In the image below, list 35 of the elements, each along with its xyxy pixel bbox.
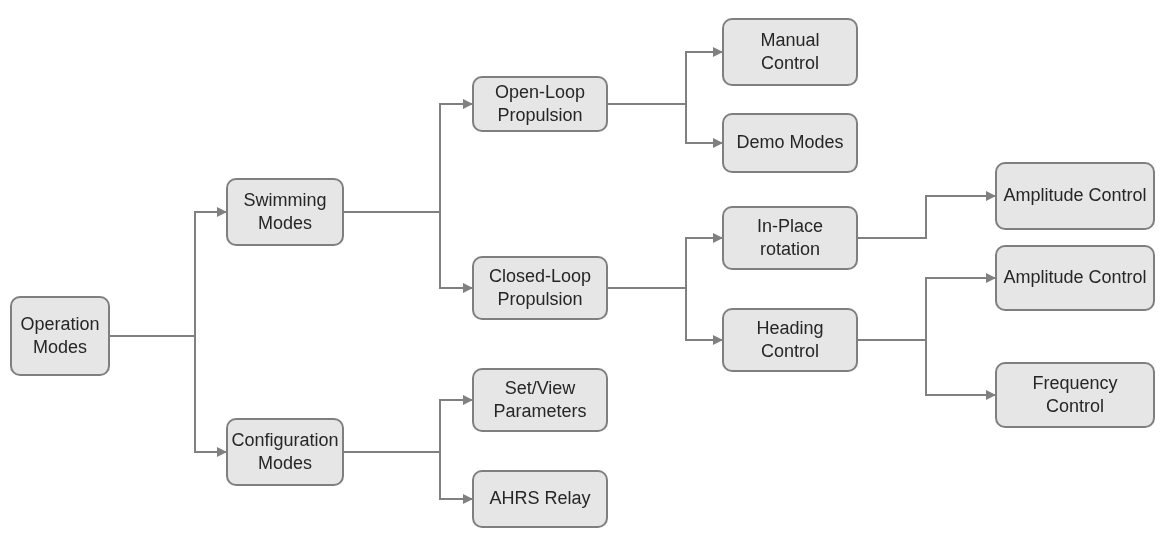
- box-label: Manual Control: [759, 28, 821, 75]
- process-box: [722, 113, 858, 173]
- process-box: [472, 256, 608, 320]
- box-label: Configuration Modes: [231, 428, 339, 475]
- process-box: [722, 18, 858, 86]
- box-label: Heading Control: [755, 316, 825, 363]
- process-box: [10, 296, 110, 376]
- connector-arrow: [857, 191, 996, 239]
- box-label: Amplitude Control: [1003, 184, 1147, 208]
- box-label: Amplitude Control: [1003, 266, 1147, 290]
- connector-arrow: [109, 335, 227, 457]
- connector-arrow: [607, 287, 723, 345]
- connector-arrow: [343, 451, 473, 504]
- process-box: [995, 362, 1155, 428]
- process-box: [226, 178, 344, 246]
- process-box: [722, 308, 858, 372]
- process-box: [722, 206, 858, 270]
- process-box: [226, 418, 344, 486]
- box-label: In-Place rotation: [755, 214, 824, 261]
- process-box: [472, 368, 608, 432]
- process-box: [995, 245, 1155, 311]
- box-label: Closed-Loop Propulsion: [487, 264, 593, 311]
- process-box: [472, 470, 608, 528]
- connector-arrow: [343, 211, 473, 293]
- box-label: AHRS Relay: [489, 487, 591, 511]
- box-label: Swimming Modes: [242, 188, 328, 235]
- box-label: Set/View Parameters: [492, 376, 588, 423]
- box-label: Operation Modes: [19, 312, 101, 359]
- box-label: Demo Modes: [736, 131, 844, 155]
- box-label: Open-Loop Propulsion: [493, 80, 587, 127]
- connector-arrow: [607, 103, 723, 148]
- process-box: [995, 162, 1155, 230]
- process-box: [472, 76, 608, 132]
- box-label: Frequency Control: [1031, 371, 1119, 418]
- connector-arrow: [857, 339, 996, 400]
